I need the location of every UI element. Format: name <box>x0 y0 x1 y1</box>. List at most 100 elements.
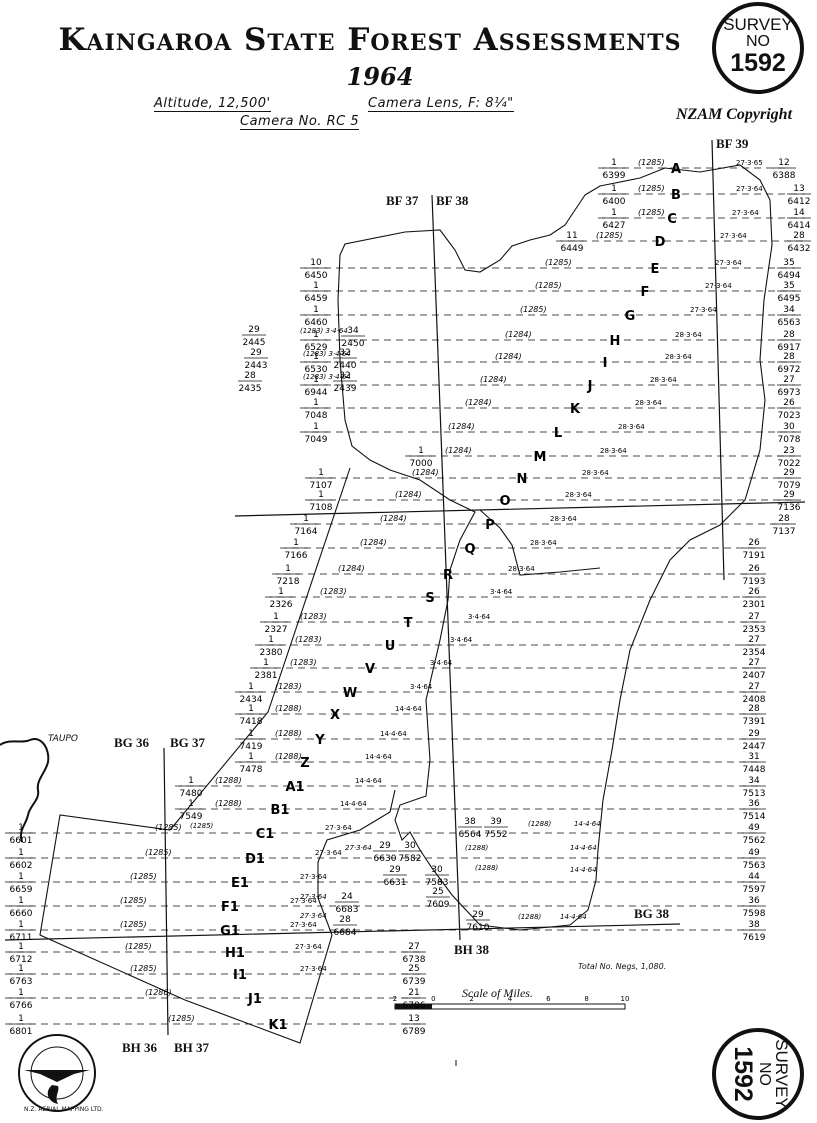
strip-run-number: (1283) <box>320 587 347 596</box>
strip-letter: K1 <box>268 1018 287 1033</box>
frame-label-denominator: 7582 <box>399 854 422 864</box>
grid-label-bh38: BH 38 <box>454 942 490 957</box>
strip-left-frame-numerator: 1 <box>611 184 617 194</box>
strip-left-frame-denominator: 6660 <box>10 909 33 919</box>
strip-right-frame-denominator: 7597 <box>743 885 766 895</box>
strip-run-number: (1284) <box>412 468 439 477</box>
strip-right-frame-denominator: 7191 <box>743 551 766 561</box>
strip-date: 14·4·64 <box>340 800 367 808</box>
strip-right-frame-denominator: 7078 <box>778 435 801 445</box>
strip-right-frame-denominator: 2447 <box>743 742 766 752</box>
strip-date: 14·4·64 <box>355 777 382 785</box>
strip-right-frame-numerator: 27 <box>748 612 759 622</box>
strip-left-frame-denominator: 2326 <box>270 600 293 610</box>
strip-left-frame-denominator: 6449 <box>561 244 584 254</box>
strip-left-frame-denominator: 7478 <box>240 765 263 775</box>
strip-date: 27·3·64 <box>715 259 742 267</box>
frame-label-numerator: 29 <box>472 910 484 920</box>
taupo-label: TAUPO <box>48 734 78 744</box>
stamp-no-label: NO <box>746 33 770 50</box>
run-date-label: 27·3·64 <box>345 844 372 852</box>
strip-left-frame-numerator: 1 <box>313 305 319 315</box>
strip-left-frame-numerator: 1 <box>273 612 279 622</box>
frame-label-denominator: 7609 <box>427 900 450 910</box>
strip-date: 28·3·64 <box>635 399 662 407</box>
strip-left-frame-denominator: 7218 <box>277 577 300 587</box>
strip-left-frame-denominator: 6659 <box>10 885 33 895</box>
strip-left-frame-denominator: 6459 <box>305 294 328 304</box>
strip-run-number: (1288) <box>275 704 302 713</box>
strip-right-frame-denominator: 6563 <box>778 318 801 328</box>
grid-line-bg-north <box>234 501 806 517</box>
strip-right-frame-numerator: 28 <box>778 514 790 524</box>
strip-left-frame-numerator: 1 <box>318 468 324 478</box>
strip-left-frame-numerator: 1 <box>313 352 319 362</box>
grid-line-bg36-east <box>163 747 169 1036</box>
run-date-label: (1283) 3·4·64 <box>300 327 348 335</box>
strip-left-frame-denominator: 7107 <box>310 481 333 491</box>
strip-right-frame-denominator: 7023 <box>778 411 801 421</box>
run-date-label: (1283) 3·4·64 <box>303 350 351 358</box>
strip-left-frame-numerator: 1 <box>248 752 254 762</box>
strip-left-frame: 1 7478 <box>239 752 263 775</box>
strip-right-frame-numerator: 35 <box>783 258 794 268</box>
strip-date: 27·3·64 <box>690 306 717 314</box>
strip-right-frame-denominator: 7137 <box>773 527 796 537</box>
strip-date: 3·4·64 <box>490 588 513 596</box>
grid-label-bh37: BH 37 <box>174 1040 210 1055</box>
strip-run-number: (1284) <box>505 330 532 339</box>
strip-run-number: (1285) <box>168 1014 195 1023</box>
strip-left-frame-numerator: 1 <box>248 704 254 714</box>
frame-label-numerator: 28 <box>339 915 351 925</box>
strip-letter: D <box>655 235 666 250</box>
strip-left-frame-numerator: 1 <box>18 1014 24 1024</box>
strip-right-frame-numerator: 44 <box>748 872 760 882</box>
strip-right-frame-numerator: 36 <box>748 799 760 809</box>
strip-letter: J <box>587 379 593 394</box>
strip-letter: T <box>404 616 413 631</box>
strip-run-number: (1284) <box>380 514 407 523</box>
scale-bar-fill <box>395 1004 432 1009</box>
strip-letter: P <box>485 518 495 533</box>
scale-tick-label: 4 <box>508 995 513 1003</box>
strip-right-frame-numerator: 27 <box>783 375 794 385</box>
strip-run-number: (1285) <box>638 158 665 167</box>
strip-right-frame-numerator: 34 <box>748 776 760 786</box>
strip-right-frame-denominator: 6973 <box>778 388 801 398</box>
strip-letter: S <box>425 591 434 606</box>
strip-right-frame-numerator: 28 <box>783 352 795 362</box>
strip-left-frame-numerator: 1 <box>303 514 309 524</box>
camera-number-note: Camera No. RC 5 <box>240 114 360 130</box>
strip-right-frame-denominator: 7391 <box>743 717 766 727</box>
stamp-survey-label: SURVEY <box>723 15 793 34</box>
strip-left-frame-denominator: 7480 <box>180 789 203 799</box>
